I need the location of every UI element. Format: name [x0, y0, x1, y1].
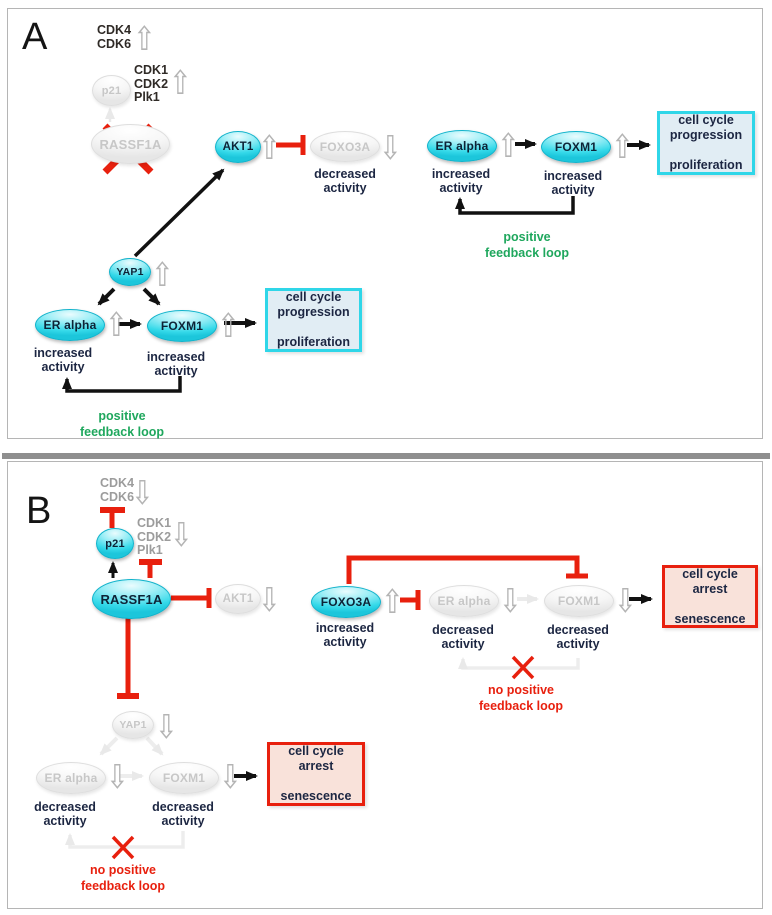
up-arrow-icon: ⇧ — [169, 64, 192, 102]
cross-no-feedback-mid-2 — [511, 655, 535, 680]
panel-b: B CDK4 CDK6 ⇩ CDK1 CDK2 Plk1 ⇩ p21 RASSF… — [7, 461, 763, 909]
panel-a-label: A — [22, 16, 48, 58]
down-arrow-icon: ⇩ — [379, 129, 402, 167]
down-arrow-icon: ⇩ — [106, 758, 129, 796]
up-arrow-icon: ⇧ — [105, 306, 128, 344]
outcome-box-arrest: cell cycle arrest senescence — [267, 742, 365, 806]
node-er-alpha: ER alpha — [35, 309, 105, 341]
node-foxo3a: FOXO3A — [311, 586, 381, 618]
node-foxo3a: FOXO3A — [310, 131, 380, 162]
down-arrow-icon: ⇩ — [219, 758, 242, 796]
down-arrow-icon: ⇩ — [131, 474, 154, 512]
node-foxm1: FOXM1 — [544, 585, 614, 617]
node-akt1: AKT1 — [215, 584, 261, 614]
inhibit-foxo3a-foxm1-stem — [346, 555, 580, 584]
up-arrow-icon: ⇧ — [217, 307, 240, 345]
status-er-alpha: increased activity — [431, 167, 491, 196]
node-yap1: YAP1 — [112, 711, 154, 739]
down-arrow-icon: ⇩ — [155, 708, 178, 746]
node-foxm1: FOXM1 — [147, 310, 217, 342]
cross-no-feedback-mid-1 — [511, 655, 535, 680]
label-cdk1-cdk2-plk1: CDK1 CDK2 Plk1 — [134, 63, 169, 104]
feedback-label-left: positive feedback loop — [79, 409, 165, 440]
status-foxm1: increased activity — [146, 350, 206, 379]
outcome-box-proliferation: cell cycle progression proliferation — [265, 288, 362, 352]
node-rassf1a: RASSF1A — [92, 579, 171, 619]
panel-divider — [2, 453, 770, 459]
up-arrow-icon: ⇧ — [258, 129, 281, 167]
node-er-alpha: ER alpha — [429, 585, 499, 617]
feedback-loop-right — [455, 196, 575, 215]
node-akt1: AKT1 — [215, 131, 261, 163]
node-p21: p21 — [96, 528, 134, 559]
arrow-yap1-eralpha — [97, 287, 116, 306]
status-foxo3a: decreased activity — [314, 167, 376, 196]
faded-feedback-loop-mid — [458, 657, 580, 670]
label-cdk4-cdk6: CDK4 CDK6 — [97, 23, 132, 51]
outcome-box-arrest: cell cycle arrest senescence — [662, 565, 758, 628]
label-cdk4-cdk6: CDK4 CDK6 — [100, 476, 135, 504]
status-er-alpha: increased activity — [33, 346, 93, 375]
node-rassf1a: RASSF1A — [91, 124, 170, 164]
status-er-alpha: decreased activity — [34, 800, 96, 829]
faded-feedback-loop-bottom — [65, 831, 185, 849]
outcome-box-proliferation: cell cycle progression proliferation — [657, 111, 755, 175]
up-arrow-icon: ⇧ — [497, 127, 520, 165]
no-feedback-label-mid: no positive feedback loop — [478, 683, 564, 714]
panel-b-label: B — [26, 490, 52, 532]
label-cdk1-cdk2-plk1: CDK1 CDK2 Plk1 — [137, 516, 172, 557]
cross-no-feedback-bottom-2 — [111, 835, 135, 860]
node-yap1: YAP1 — [109, 258, 151, 286]
status-foxm1: decreased activity — [547, 623, 609, 652]
up-arrow-icon: ⇧ — [381, 583, 404, 621]
faded-arrow-yap1-eralpha — [99, 736, 119, 756]
down-arrow-icon: ⇩ — [258, 581, 281, 619]
node-foxm1: FOXM1 — [149, 762, 219, 794]
down-arrow-icon: ⇩ — [614, 582, 637, 620]
up-arrow-icon: ⇧ — [151, 256, 174, 294]
panel-a-connector-layer — [62, 107, 651, 393]
arrow-yap1-akt1 — [133, 168, 225, 258]
no-feedback-label-bottom: no positive feedback loop — [80, 863, 166, 894]
node-er-alpha: ER alpha — [427, 130, 497, 162]
up-arrow-icon: ⇧ — [133, 20, 156, 58]
status-foxo3a: increased activity — [315, 621, 375, 650]
cross-no-feedback-bottom-1 — [111, 835, 135, 860]
status-foxm1: decreased activity — [152, 800, 214, 829]
down-arrow-icon: ⇩ — [499, 582, 522, 620]
panel-a: A CDK4 CDK6 ⇧ CDK1 CDK2 Plk1 ⇧ p21 RASSF… — [7, 8, 763, 439]
up-arrow-icon: ⇧ — [611, 128, 634, 166]
node-er-alpha: ER alpha — [36, 762, 106, 794]
status-foxm1: increased activity — [543, 169, 603, 198]
status-er-alpha: decreased activity — [432, 623, 494, 652]
node-p21: p21 — [92, 75, 131, 106]
feedback-label-right: positive feedback loop — [484, 230, 570, 261]
down-arrow-icon: ⇩ — [170, 516, 193, 554]
node-foxm1: FOXM1 — [541, 131, 611, 163]
